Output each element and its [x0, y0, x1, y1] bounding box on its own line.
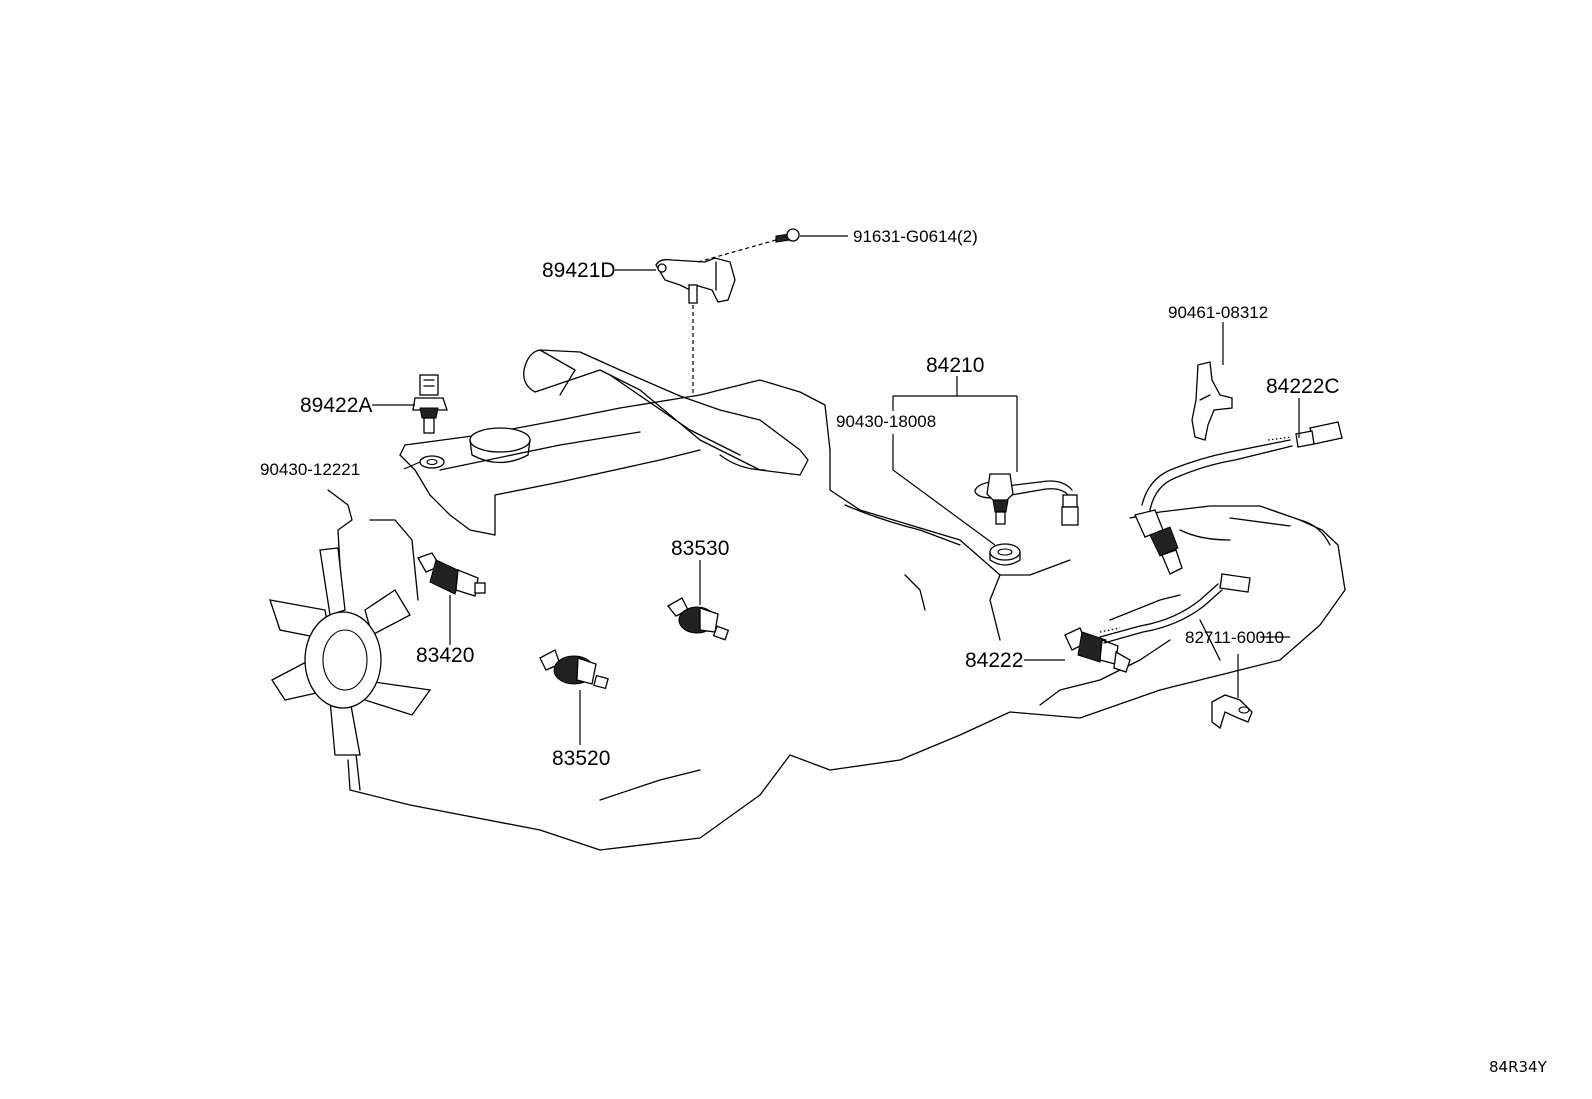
label-90430-18008: 90430-18008: [836, 412, 936, 431]
label-83520: 83520: [552, 747, 610, 770]
washer-90430-18008: [989, 543, 1021, 566]
label-84210: 84210: [926, 354, 984, 377]
label-83420: 83420: [416, 644, 474, 667]
label-90430-12221: 90430-12221: [260, 460, 360, 479]
sensor-89422A: [412, 374, 448, 434]
part-labels: 91631-G0614(2) 89421D 89422A 90430-12221…: [260, 227, 1548, 1076]
label-84222: 84222: [965, 649, 1023, 672]
leader-lines: [372, 235, 1300, 745]
washer-90430-12221: [419, 455, 445, 469]
label-83530: 83530: [671, 537, 729, 560]
switch-83530: [667, 597, 730, 641]
sensor-83420: [417, 552, 486, 597]
sensor-89421D: [655, 257, 736, 304]
switch-83520: [539, 649, 609, 690]
label-90461-08312: 90461-08312: [1168, 303, 1268, 322]
sensor-84222: [1064, 573, 1251, 673]
sensor-84210: [974, 473, 1079, 526]
label-91631: 91631-G0614(2): [853, 227, 978, 246]
label-89421D: 89421D: [542, 259, 616, 282]
bracket-82711-60010: [1211, 694, 1253, 730]
label-84222C: 84222C: [1266, 375, 1340, 398]
bolt-91631: [775, 228, 800, 243]
cooling-fan: [269, 547, 432, 756]
label-82711-60010: 82711-60010: [1185, 628, 1284, 647]
reference-code: 84R34Y: [1489, 1058, 1548, 1076]
clamp-90461-08312: [1191, 361, 1233, 441]
sensor-84222C: [1134, 421, 1343, 575]
label-89422A: 89422A: [300, 394, 372, 417]
